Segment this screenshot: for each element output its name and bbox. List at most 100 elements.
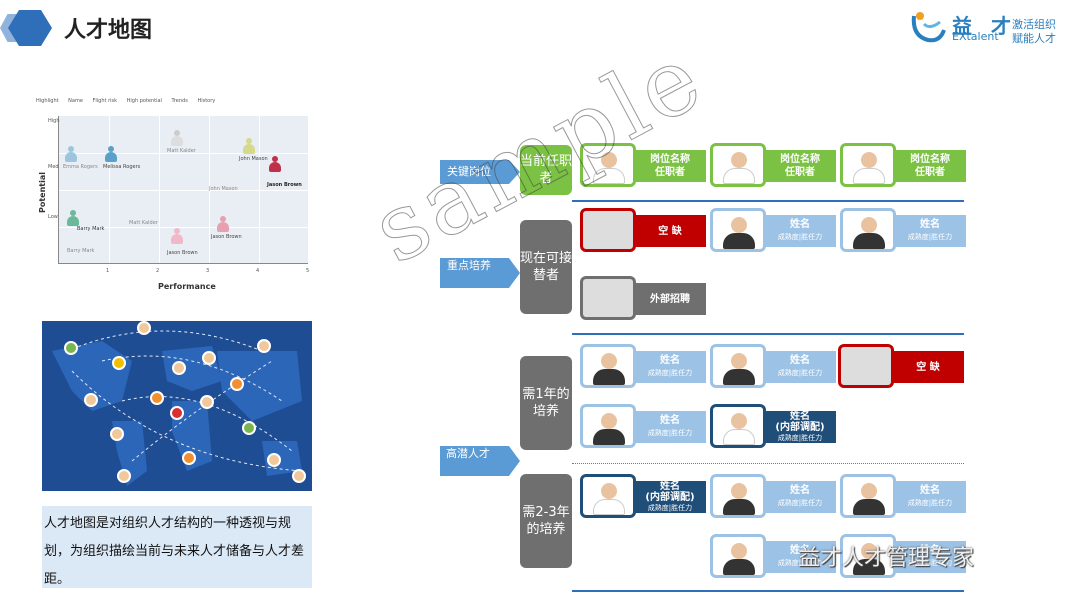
avatar: [580, 404, 636, 448]
card-title: 岗位名称: [910, 154, 950, 165]
card-subtitle: 成熟度|胜任力: [907, 233, 953, 241]
avatar: [257, 339, 271, 353]
person-icon[interactable]: [65, 146, 77, 162]
person-icon[interactable]: [171, 130, 183, 146]
avatar: [710, 344, 766, 388]
person-label: John Mason: [239, 156, 268, 162]
arrow-focus-training: 重点培养: [440, 258, 520, 288]
candidate-card[interactable]: 姓名成熟度|胜任力: [840, 208, 966, 252]
card-subtitle: 任职者: [785, 167, 815, 178]
candidate-card[interactable]: 姓名成熟度|胜任力: [710, 534, 836, 578]
position-card[interactable]: 岗位名称任职者: [580, 143, 706, 187]
avatar: [580, 143, 636, 187]
logo-icon: [911, 12, 946, 43]
avatar: [580, 474, 636, 518]
row-one-year: 需1年的培养: [520, 356, 572, 450]
candidate-card[interactable]: 姓名成熟度|胜任力: [710, 474, 836, 518]
card-title: 姓名: [790, 219, 810, 230]
divider: [572, 463, 964, 464]
card-subtitle: 任职者: [915, 167, 945, 178]
external-card[interactable]: 外部招聘: [580, 276, 706, 320]
card-title: 姓名: [790, 545, 810, 556]
person-label: Jason Brown: [167, 250, 198, 256]
legend-item[interactable]: Flight risk: [92, 98, 118, 104]
internal-transfer-card[interactable]: 姓名(内部调配)成熟度|胜任力: [710, 404, 836, 448]
avatar: [84, 393, 98, 407]
card-title: 空 缺: [658, 225, 682, 237]
avatar: [170, 406, 184, 420]
candidate-card[interactable]: 姓名成熟度|胜任力: [840, 534, 966, 578]
logo-name-cn: 益 才: [952, 14, 1017, 38]
card-subtitle: 成熟度|胜任力: [777, 499, 823, 507]
legend-item[interactable]: History: [197, 98, 216, 104]
person-label: John Mason: [209, 186, 238, 192]
person-icon[interactable]: [217, 216, 229, 232]
candidate-card[interactable]: 姓名成熟度|胜任力: [710, 208, 836, 252]
magnifier-icon: [580, 208, 636, 252]
person-icon[interactable]: [243, 138, 255, 154]
description-text: 人才地图是对组织人才结构的一种透视与规划，为组织描绘当前与未来人才储备与人才差距…: [42, 506, 312, 588]
world-map-image: [42, 321, 312, 491]
person-label: Jason Brown: [211, 234, 242, 240]
card-subtitle: 成熟度|胜任力: [777, 233, 823, 241]
person-label: Barry Mark: [67, 248, 95, 254]
card-subtitle: 任职者: [655, 167, 685, 178]
avatar: [150, 391, 164, 405]
person-label: Matt Kalder: [167, 148, 196, 154]
x-axis-label: Performance: [158, 282, 216, 291]
row-two-three-years: 需2-3年的培养: [520, 474, 572, 568]
avatar: [710, 208, 766, 252]
row-current-incumbent: 当前任职者: [520, 145, 572, 195]
legend-item: Highlight: [36, 98, 59, 104]
avatar: [840, 208, 896, 252]
candidate-card[interactable]: 姓名成熟度|胜任力: [710, 344, 836, 388]
x-tick: 3: [206, 268, 210, 274]
position-card[interactable]: 岗位名称任职者: [840, 143, 966, 187]
avatar: [200, 395, 214, 409]
person-icon[interactable]: [105, 146, 117, 162]
legend-item[interactable]: Name: [68, 98, 83, 104]
nine-box-plot: Emma Rogers Melissa Rogers Matt Kalder J…: [58, 116, 308, 264]
candidate-card[interactable]: 姓名成熟度|胜任力: [580, 404, 706, 448]
card-subtitle: 成熟度|胜任力: [647, 429, 693, 437]
row-ready-now: 现在可接替者: [520, 220, 572, 314]
avatar: [182, 451, 196, 465]
person-icon[interactable]: [67, 210, 79, 226]
person-label: Melissa Rogers: [103, 164, 141, 170]
card-title: 外部招聘: [650, 293, 690, 305]
x-tick: 5: [306, 268, 310, 274]
avatar: [137, 321, 151, 335]
avatar: [64, 341, 78, 355]
vacant-card[interactable]: 空 缺: [580, 208, 706, 252]
card-title: 姓名: [660, 355, 680, 366]
page-title: 人才地图: [64, 18, 153, 43]
card-title: 岗位名称: [780, 154, 820, 165]
person-icon[interactable]: [171, 228, 183, 244]
y-tick: Low: [48, 214, 58, 220]
avatar: [580, 344, 636, 388]
logo-slogan-2: 赋能人才: [1012, 32, 1056, 45]
card-title: 空 缺: [916, 361, 940, 373]
avatar: [710, 474, 766, 518]
x-tick: 2: [156, 268, 160, 274]
x-tick: 1: [106, 268, 110, 274]
card-title: 姓名: [790, 485, 810, 496]
vacant-card[interactable]: 空 缺: [838, 344, 964, 388]
arrow-high-potential: 高潜人才: [440, 446, 520, 476]
candidate-card[interactable]: 姓名成熟度|胜任力: [580, 344, 706, 388]
person-icon[interactable]: [269, 156, 281, 172]
y-axis-label: Potential: [38, 171, 48, 214]
legend-item[interactable]: High potential: [126, 98, 162, 104]
y-tick: Med: [48, 164, 59, 170]
avatar: [242, 421, 256, 435]
internal-transfer-card[interactable]: 姓名(内部调配)成熟度|胜任力: [580, 474, 706, 518]
legend-item[interactable]: Trends: [171, 98, 188, 104]
card-note: (内部调配): [645, 491, 695, 503]
position-card[interactable]: 岗位名称任职者: [710, 143, 836, 187]
avatar: [710, 534, 766, 578]
candidate-card[interactable]: 姓名成熟度|胜任力: [840, 474, 966, 518]
divider: [572, 333, 964, 335]
x-tick: 4: [256, 268, 260, 274]
logo-slogan-1: 激活组织: [1012, 18, 1056, 31]
avatar: [112, 356, 126, 370]
